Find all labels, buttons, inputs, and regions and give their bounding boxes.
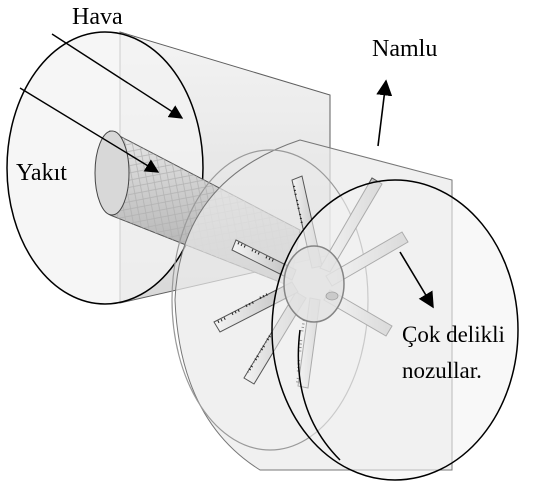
namlu-label: Namlu	[372, 36, 437, 62]
yakit-label: Yakıt	[16, 160, 67, 186]
hava-label: Hava	[72, 4, 123, 30]
nozzle-label-line1: Çok delikli	[402, 322, 505, 347]
namlu-arrow	[378, 81, 386, 146]
nozzle-label-line2: nozullar.	[402, 358, 482, 383]
